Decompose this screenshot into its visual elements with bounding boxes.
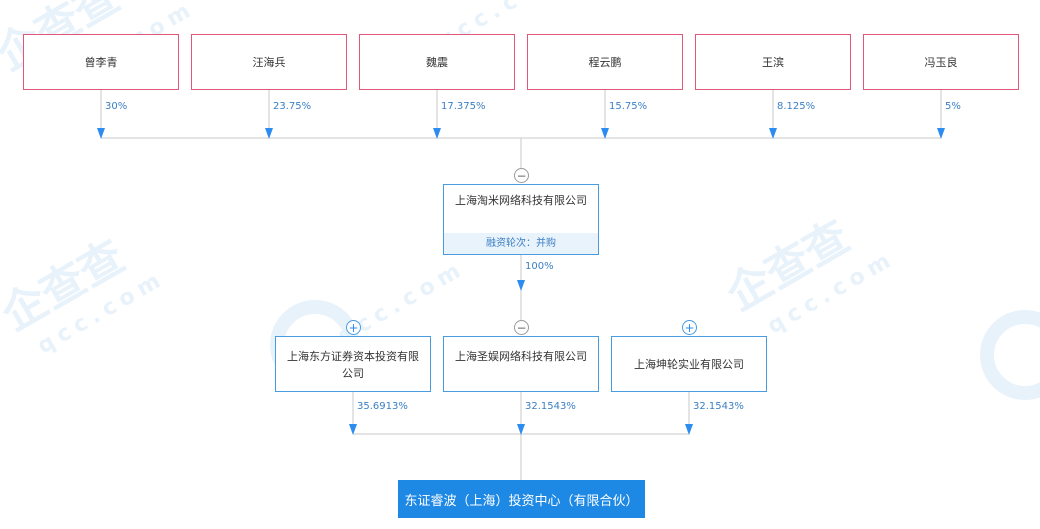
arrow-down-icon	[517, 424, 525, 435]
share-percentage: 15.75%	[609, 101, 648, 112]
arrow-down-icon	[349, 424, 357, 435]
expand-toggle-icon[interactable]: +	[346, 320, 361, 335]
share-percentage: 100%	[525, 261, 554, 272]
target-company-name: 东证睿波（上海）投资中心（有限合伙）	[404, 493, 639, 509]
shareholder-node[interactable]: 曾李青	[23, 34, 179, 90]
arrow-down-icon	[517, 280, 525, 291]
arrow-down-icon	[937, 128, 945, 139]
share-percentage: 17.375%	[441, 101, 486, 112]
company-node[interactable]: 上海圣娱网络科技有限公司	[443, 336, 599, 392]
share-percentage: 30%	[105, 101, 128, 112]
company-name: 上海圣娱网络科技有限公司	[455, 350, 587, 363]
arrow-down-icon	[601, 128, 609, 139]
share-percentage: 32.1543%	[525, 401, 576, 412]
shareholder-node[interactable]: 王滨	[695, 34, 851, 90]
company-node[interactable]: 上海东方证券资本投资有限公司	[275, 336, 431, 392]
company-node[interactable]: 上海坤轮实业有限公司	[611, 336, 767, 392]
funding-round-label: 融资轮次：并购	[444, 233, 598, 254]
parent-company-node[interactable]: 上海淘米网络科技有限公司 融资轮次：并购	[443, 184, 599, 255]
company-name: 上海淘米网络科技有限公司	[455, 194, 587, 207]
arrow-down-icon	[97, 128, 105, 139]
arrow-down-icon	[265, 128, 273, 139]
share-percentage: 8.125%	[777, 101, 816, 112]
target-company-node[interactable]: 东证睿波（上海）投资中心（有限合伙）	[398, 480, 645, 518]
company-name: 上海坤轮实业有限公司	[634, 357, 744, 371]
company-name: 上海东方证券资本投资有限公司	[287, 350, 419, 380]
shareholder-name: 王滨	[762, 56, 784, 69]
share-percentage: 23.75%	[273, 101, 312, 112]
shareholder-name: 魏震	[426, 56, 448, 69]
shareholder-node[interactable]: 魏震	[359, 34, 515, 90]
shareholder-name: 冯玉良	[924, 56, 958, 69]
arrow-down-icon	[685, 424, 693, 435]
arrow-down-icon	[433, 128, 441, 139]
arrow-down-icon	[769, 128, 777, 139]
share-percentage: 5%	[945, 101, 961, 112]
collapse-toggle-icon[interactable]: −	[514, 168, 529, 183]
shareholder-node[interactable]: 汪海兵	[191, 34, 347, 90]
share-percentage: 35.6913%	[357, 401, 408, 412]
shareholder-node[interactable]: 冯玉良	[863, 34, 1019, 90]
expand-toggle-icon[interactable]: +	[682, 320, 697, 335]
shareholder-node[interactable]: 程云鹏	[527, 34, 683, 90]
shareholder-name: 程云鹏	[588, 56, 622, 69]
share-percentage: 32.1543%	[693, 401, 744, 412]
collapse-toggle-icon[interactable]: −	[514, 320, 529, 335]
shareholder-name: 曾李青	[84, 56, 118, 69]
shareholder-name: 汪海兵	[252, 56, 286, 69]
